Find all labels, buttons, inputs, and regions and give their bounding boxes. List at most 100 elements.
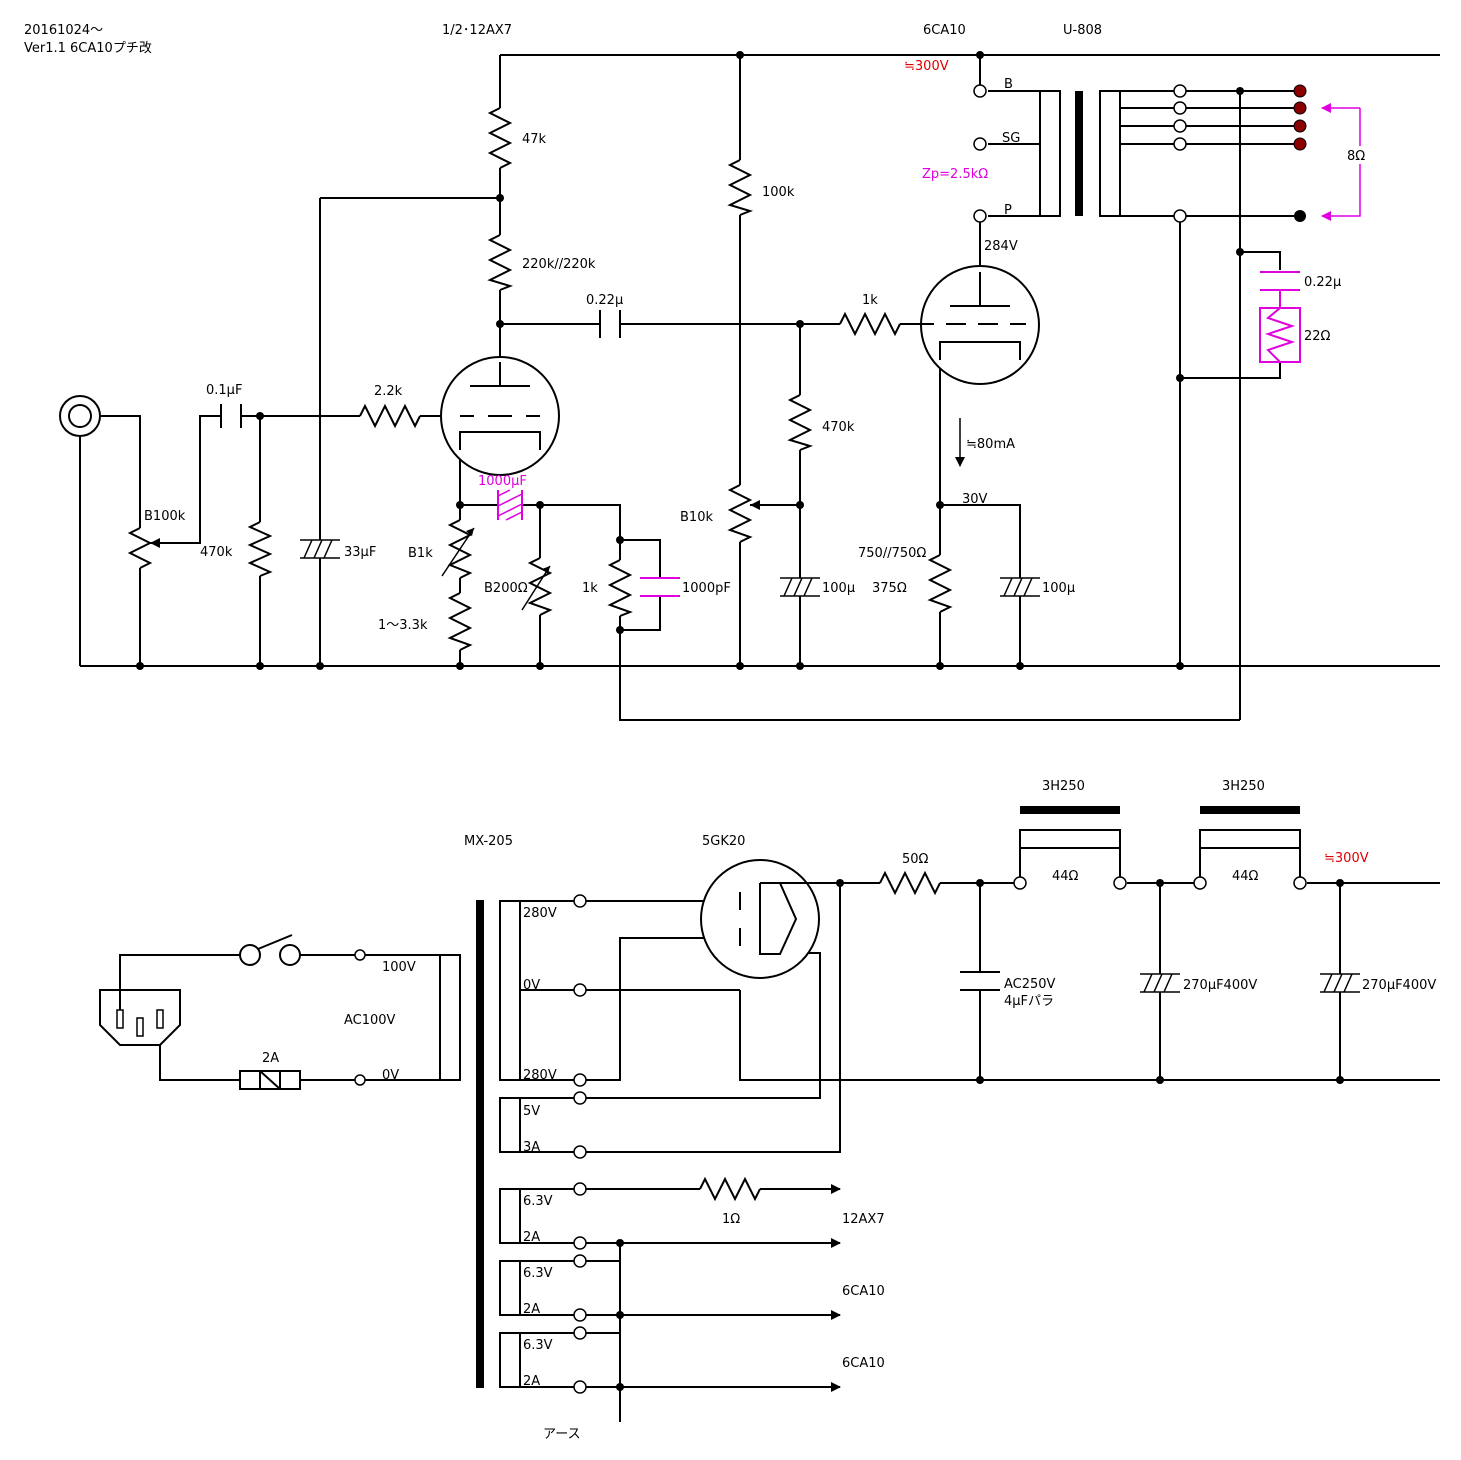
resistor-470k-bias (787, 394, 814, 451)
choke-2-r-label: 44Ω (1232, 869, 1259, 884)
r-1-3k3-label: 1～3.3k (378, 618, 428, 633)
capacitor-100u-b (1000, 577, 1040, 597)
heater3-v-label: 6.3V (523, 1338, 553, 1353)
rectifier-label: 5GK20 (702, 834, 745, 849)
resistor-2.2k (359, 403, 421, 429)
vr-b1k-label: B1k (408, 546, 433, 561)
date-label: 20161024～ (24, 23, 103, 38)
zobel-resistor (1259, 307, 1301, 363)
resistor-220k (487, 234, 514, 291)
ot-tap-sg-label: SG (1002, 131, 1020, 146)
volume-pot-b100k (127, 527, 160, 569)
sec-280b-label: 280V (523, 1068, 557, 1083)
r-50-label: 50Ω (902, 852, 929, 867)
triode-12ax7 (440, 356, 560, 476)
psu-junctions (616, 879, 1344, 1391)
earth-label: アース (543, 1427, 581, 1442)
primary-terminal-0v (354, 1074, 366, 1086)
b-plus-label: ≒300V (904, 59, 949, 74)
ac-inlet (99, 989, 181, 1046)
pri-100v-label: 100V (382, 960, 416, 975)
heater2-v-label: 6.3V (523, 1266, 553, 1281)
resistor-1k-grid (839, 311, 901, 337)
power-switch (239, 934, 301, 966)
resistor-1-3.3k (447, 592, 473, 651)
capacitor-1000pF-mod (640, 577, 680, 597)
output-transformer-label: U-808 (1063, 23, 1102, 38)
pot-b1k (441, 519, 475, 579)
heater3-dest-label: 6CA10 (842, 1356, 885, 1371)
r-2k2-label: 2.2k (374, 384, 403, 399)
r-1ohm-label: 1Ω (722, 1212, 740, 1227)
zobel-r-label: 22Ω (1304, 329, 1331, 344)
heater1-v-label: 6.3V (523, 1194, 553, 1209)
vr-b100k-label: B100k (144, 509, 186, 524)
capacitor-1000uF-mod (497, 489, 523, 521)
c-film-1-label: AC250V (1004, 977, 1056, 992)
zobel-c-label: 0.22μ (1304, 275, 1341, 290)
ot-tap-b-label: B (1004, 77, 1013, 92)
power-transformer-label: MX-205 (464, 834, 513, 849)
heater2-a-label: 2A (523, 1302, 540, 1317)
zobel-capacitor (1260, 271, 1300, 308)
choke-1 (1013, 806, 1127, 890)
psu-b-plus-label: ≒300V (1324, 851, 1369, 866)
input-jack (59, 395, 101, 437)
ot-tap-p-label: P (1004, 203, 1012, 218)
capacitor-0.22u-coupling (599, 310, 621, 338)
vr-b200-label: B200Ω (484, 581, 528, 596)
resistor-47k (487, 107, 513, 169)
capacitor-ac250v (960, 971, 1000, 991)
heater2-dest-label: 6CA10 (842, 1284, 885, 1299)
capacitor-33uF (300, 539, 340, 559)
sec-280a-label: 280V (523, 906, 557, 921)
amp-junctions (136, 51, 1244, 670)
capacitor-270uF-a (1140, 973, 1180, 993)
c-elec-1-label: 270μF400V (1183, 978, 1257, 993)
resistor-1ohm (699, 1176, 761, 1202)
tube-6ca10 (920, 265, 1040, 385)
output-transformer (1039, 90, 1121, 217)
choke-1-r-label: 44Ω (1052, 869, 1079, 884)
c-100u-a-label: 100μ (822, 581, 855, 596)
capacitor-100u-a (780, 577, 820, 597)
heater1-a-label: 2A (523, 1230, 540, 1245)
c-elec-2-label: 270μF400V (1362, 978, 1436, 993)
pot-b10k (727, 484, 760, 543)
heater1-dest-label: 12AX7 (842, 1212, 885, 1227)
c-input-label: 0.1μF (206, 383, 242, 398)
choke-2 (1193, 806, 1307, 890)
rectifier-tube-5gk20 (700, 859, 840, 979)
resistor-375 (927, 554, 953, 613)
r-100k-label: 100k (762, 185, 795, 200)
amp-wiring (79, 54, 1440, 721)
c-33u-label: 33μF (344, 545, 376, 560)
r-1k-fb-label: 1k (582, 581, 598, 596)
speaker-impedance-label: 8Ω (1347, 149, 1365, 164)
fil-5v-label: 5V (523, 1104, 540, 1119)
c-coupling-label: 0.22μ (586, 293, 623, 308)
vr-b10k-label: B10k (680, 510, 713, 525)
c-1000u-label: 1000μF (478, 474, 527, 489)
choke-1-label: 3H250 (1042, 779, 1085, 794)
fuse (239, 1070, 301, 1090)
psu-wiring (119, 882, 1440, 1422)
capacitor-270uF-b (1320, 973, 1360, 993)
c-film-2-label: 4μFパラ (1004, 994, 1054, 1009)
cathode-current-label: ≒80mA (966, 437, 1015, 452)
heater3-a-label: 2A (523, 1374, 540, 1389)
resistor-50 (879, 870, 941, 896)
resistor-1k-feedback (607, 559, 633, 617)
r-220k-label: 220k//220k (522, 257, 596, 272)
mains-label: AC100V (344, 1013, 396, 1028)
capacitor-0.1uF (220, 404, 242, 428)
secondary-terminals (573, 894, 587, 1394)
v2-tube-label: 6CA10 (923, 23, 966, 38)
r-grid-stop-label: 1k (862, 293, 878, 308)
c-1000p-label: 1000pF (682, 581, 731, 596)
fuse-label: 2A (262, 1051, 279, 1066)
power-transformer (365, 900, 580, 1388)
r-750-label: 750//750Ω (858, 546, 926, 561)
resistor-470k-input (247, 521, 273, 577)
